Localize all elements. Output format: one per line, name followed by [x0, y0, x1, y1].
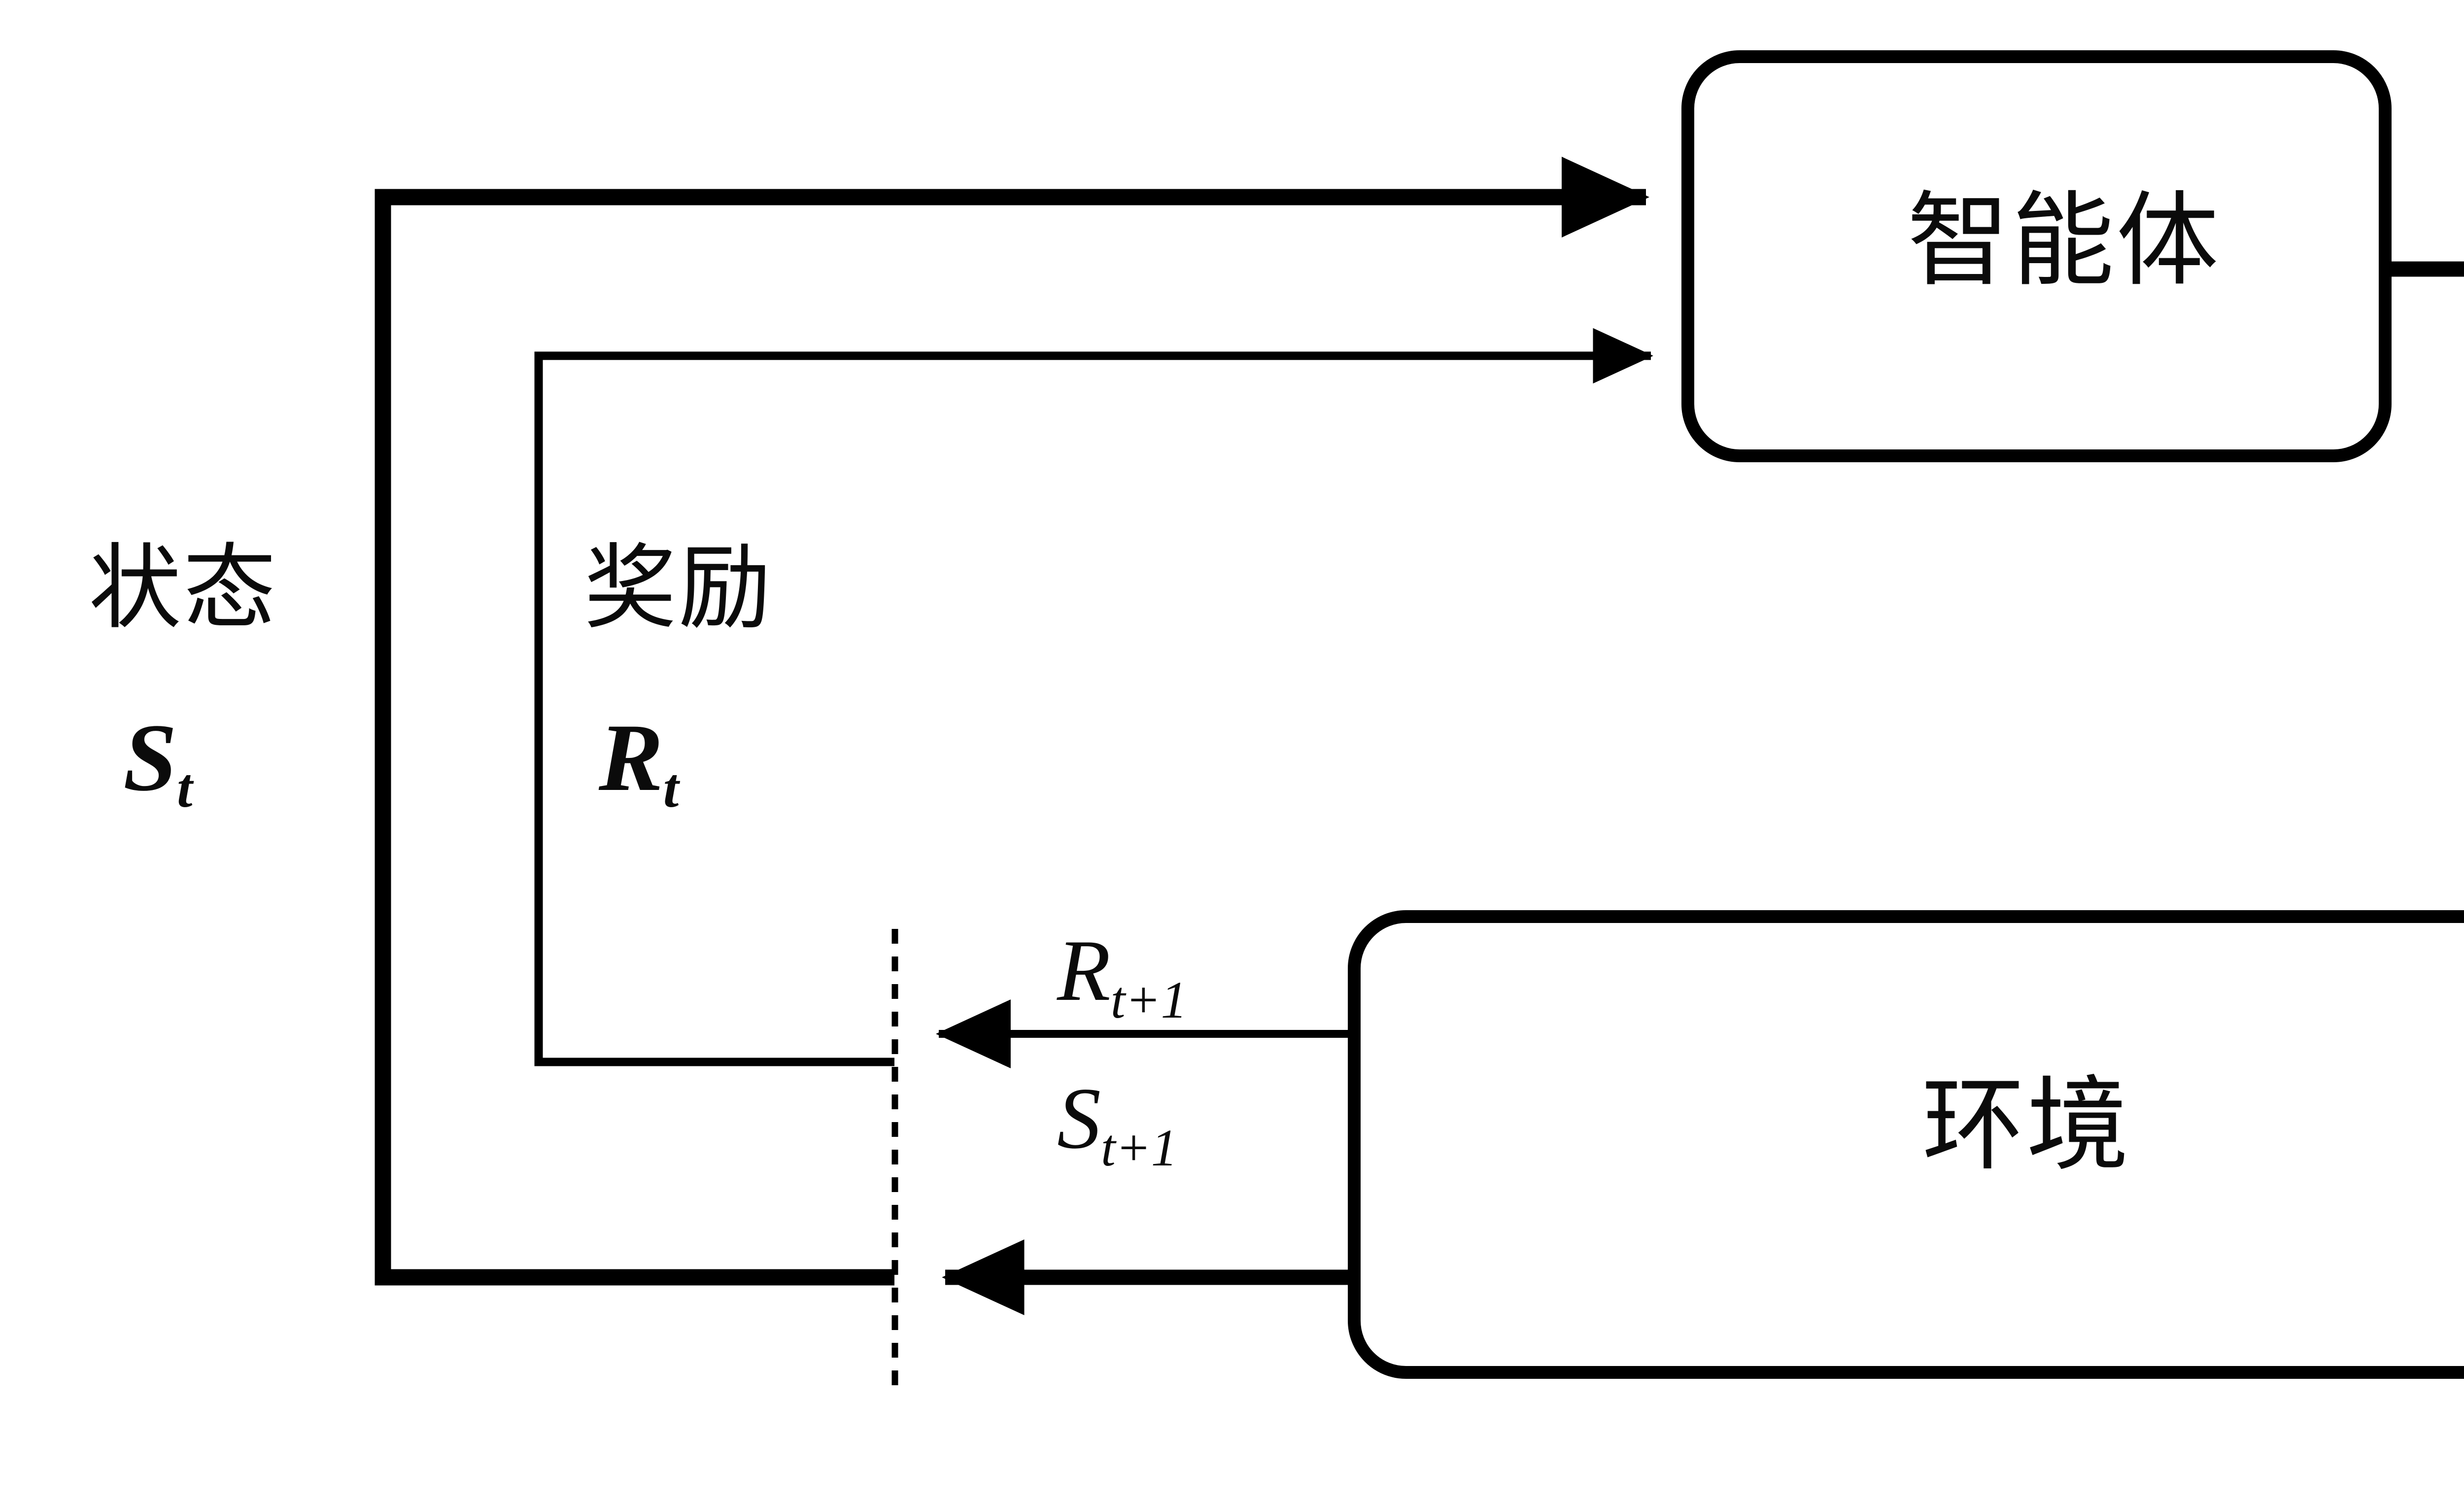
environment-box-shape	[1348, 910, 2464, 1379]
state-feedback-arrow	[375, 157, 1650, 1286]
reward-feedback-edge	[534, 328, 1653, 1066]
reward-next-label: Rt+1	[1057, 922, 1187, 1030]
state-next-label: St+1	[1057, 1069, 1178, 1178]
state-feedback-edge	[375, 157, 1650, 1286]
agent-box-shape	[1681, 50, 2392, 462]
environment-node[interactable]	[1348, 910, 2464, 1379]
agent-node-label: 智能体	[1907, 181, 2221, 301]
agent-node[interactable]	[1681, 50, 2392, 462]
state-symbol: St	[123, 704, 193, 820]
reward-symbol: Rt	[599, 704, 680, 820]
reward-label: 奖励	[584, 534, 773, 642]
reward-feedback-arrow	[534, 328, 1653, 1066]
environment-node-label: 环境	[1922, 1066, 2131, 1185]
state-label: 状态	[89, 534, 278, 642]
